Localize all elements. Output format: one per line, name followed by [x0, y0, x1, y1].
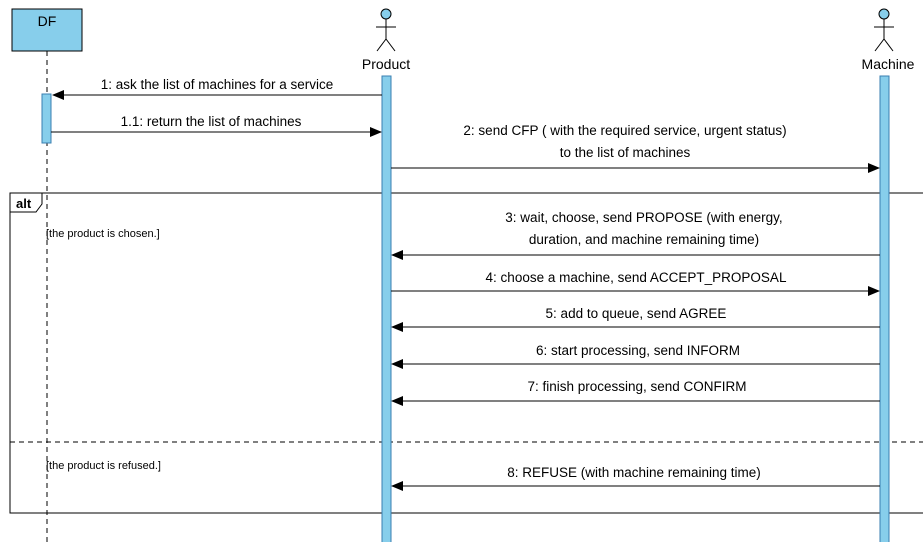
message-7-label: 7: finish processing, send CONFIRM [527, 379, 746, 394]
alt-fragment-frame [9, 192, 923, 514]
guard-refused: [the product is refused.] [46, 460, 161, 472]
message-3-label-line-2: duration, and machine remaining time) [529, 232, 759, 247]
machine-activation-bar [879, 75, 890, 542]
product-actor-icon [376, 8, 396, 52]
machine-actor-label: Machine [862, 56, 915, 72]
message-1-1-label: 1.1: return the list of machines [121, 114, 302, 129]
alt-operator-label: alt [16, 196, 32, 211]
df-participant-label: DF [38, 13, 57, 29]
message-5-label: 5: add to queue, send AGREE [546, 306, 727, 321]
product-actor-label: Product [362, 56, 410, 72]
df-participant-box [11, 8, 83, 52]
message-2-label-line-1: 2: send CFP ( with the required service,… [463, 123, 786, 138]
message-8-label: 8: REFUSE (with machine remaining time) [507, 465, 761, 480]
message-2-label-line-2: to the list of machines [560, 145, 691, 160]
message-1-label: 1: ask the list of machines for a servic… [101, 77, 334, 92]
message-4-label: 4: choose a machine, send ACCEPT_PROPOSA… [486, 270, 787, 285]
machine-actor-icon [874, 8, 894, 52]
message-3-label-line-1: 3: wait, choose, send PROPOSE (with ener… [505, 210, 782, 225]
df-activation-bar [41, 93, 52, 144]
alt-fragment-tab [9, 192, 43, 213]
message-6-label: 6: start processing, send INFORM [536, 343, 740, 358]
guard-chosen: [the product is chosen.] [46, 228, 160, 240]
product-activation-bar [381, 75, 392, 542]
